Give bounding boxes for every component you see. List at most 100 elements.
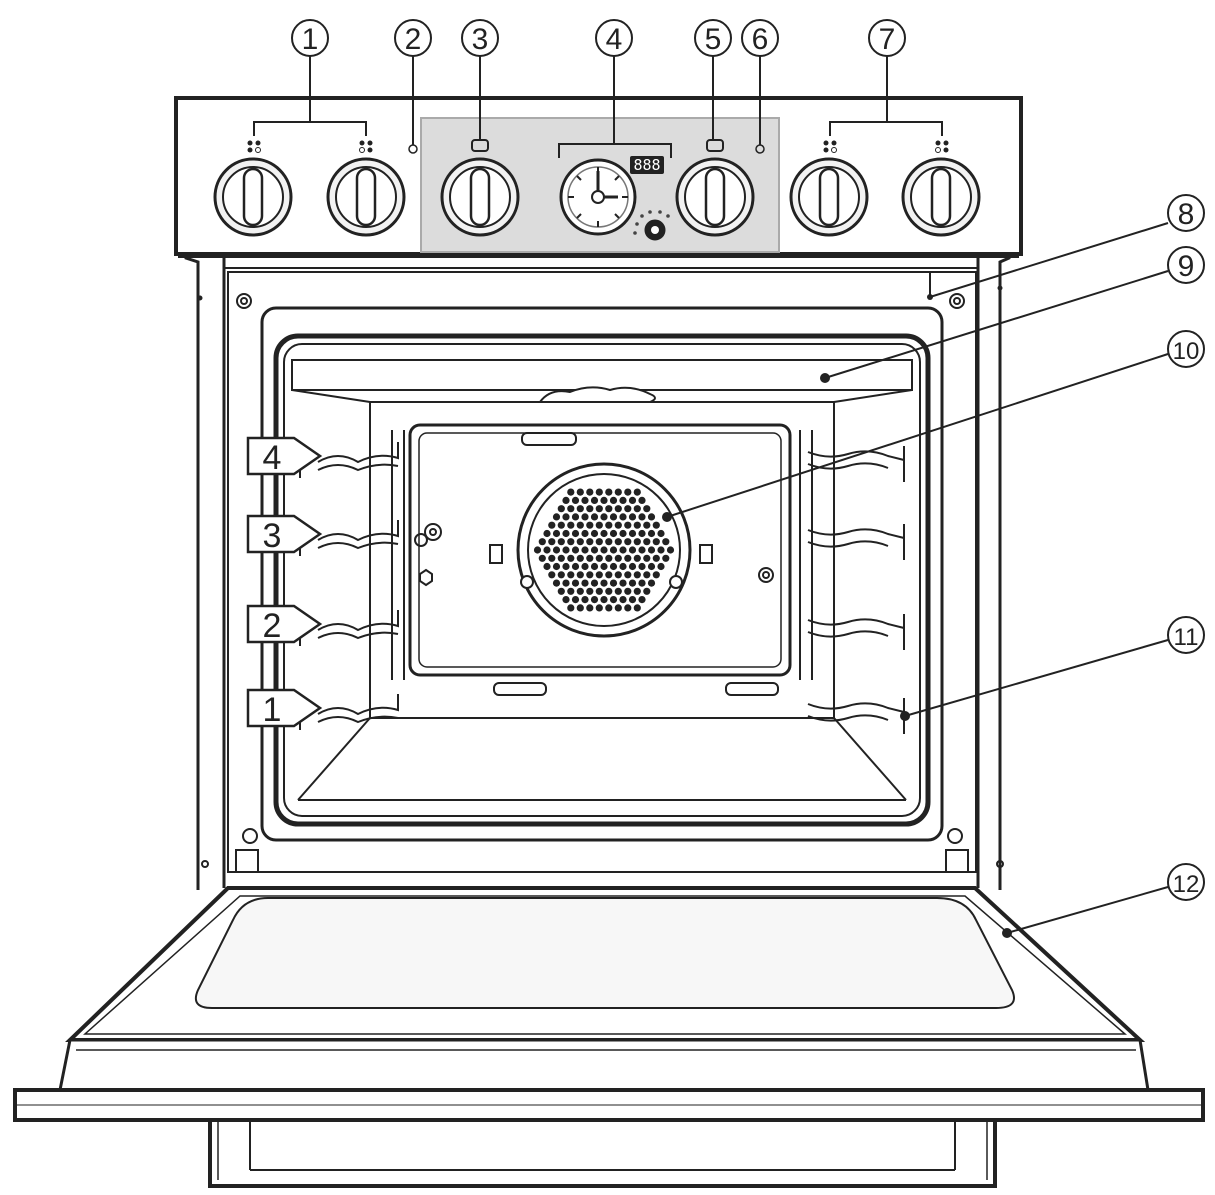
- fan-hole: [619, 496, 627, 504]
- fan-hole: [562, 579, 570, 587]
- fan-hole: [619, 513, 627, 521]
- fan-hole: [628, 596, 637, 604]
- fan-hole: [552, 579, 561, 587]
- fan-hole: [662, 554, 670, 562]
- fan-hole: [643, 587, 651, 595]
- fan-hole: [647, 546, 656, 554]
- fan-hole: [562, 596, 570, 604]
- fan-hole: [548, 554, 556, 562]
- fan-hole: [628, 546, 637, 554]
- fan-hole: [600, 596, 608, 604]
- fan-hole: [548, 521, 556, 529]
- fan-hole: [609, 596, 618, 604]
- fan-hole: [624, 571, 632, 579]
- fan-hole: [628, 562, 637, 571]
- knob: [901, 157, 981, 237]
- fan-hole: [609, 529, 618, 538]
- fan-hole: [552, 562, 561, 571]
- digital-display: [630, 156, 664, 174]
- callout-number: 12: [1173, 871, 1200, 898]
- fan-hole: [633, 521, 641, 529]
- callout-number: 4: [606, 23, 623, 56]
- fan-hole: [581, 546, 589, 554]
- fan-hole: [619, 579, 627, 587]
- fan-hole: [543, 529, 551, 538]
- fan-hole: [633, 554, 641, 562]
- fan-hole: [590, 496, 599, 504]
- fan-hole: [624, 538, 632, 546]
- callout-number: 9: [1178, 250, 1195, 283]
- callout-marker: 5: [694, 19, 732, 57]
- fan-hole: [571, 496, 580, 504]
- shelf-runner-right: [807, 614, 905, 650]
- callout-marker: 6: [741, 19, 779, 57]
- fan-hole: [643, 538, 651, 546]
- oven-front-frame: [227, 271, 977, 873]
- fan-hole: [605, 538, 613, 546]
- fan-hole: [586, 587, 594, 595]
- fan-hole: [571, 596, 580, 604]
- fan-hole: [619, 529, 627, 538]
- fan-hole: [538, 554, 546, 562]
- rack-level-tag: 1: [246, 688, 323, 729]
- fan-hole: [567, 571, 575, 579]
- control-panel: 888: [174, 96, 1023, 256]
- timer-button-symbols: [633, 210, 670, 235]
- rack-level-label: 4: [263, 439, 282, 477]
- fan-hole: [538, 538, 546, 546]
- fan-hole: [552, 513, 561, 521]
- knob: [675, 157, 755, 237]
- callout-number: 6: [752, 23, 769, 56]
- fan-hole: [595, 604, 603, 612]
- callout-number: 2: [405, 23, 422, 56]
- fan-hole: [624, 521, 632, 529]
- storage-drawer: [208, 1120, 997, 1188]
- fan-hole: [614, 505, 622, 513]
- rack-level-label: 3: [263, 517, 282, 555]
- fan-hole: [543, 562, 551, 571]
- fan-hole: [576, 505, 584, 513]
- fan-hole: [571, 562, 580, 571]
- fan-hole: [581, 513, 589, 521]
- fan-hole: [586, 505, 594, 513]
- fan-hole: [652, 554, 660, 562]
- fan-hole: [657, 546, 665, 554]
- knob: [789, 157, 869, 237]
- callout-number: 1: [302, 23, 319, 56]
- fan-hole: [552, 529, 561, 538]
- fan-hole: [638, 529, 646, 538]
- rack-level-tag: 4: [246, 436, 323, 477]
- fan-hole: [605, 587, 613, 595]
- fan-hole: [643, 554, 651, 562]
- fan-hole: [567, 538, 575, 546]
- fan-hole: [581, 579, 589, 587]
- fan-hole: [586, 521, 594, 529]
- fan-hole: [628, 496, 637, 504]
- shelf-runner-right: [807, 446, 905, 482]
- oven-body: [178, 254, 1019, 890]
- fan-hole: [581, 562, 589, 571]
- shelf-runner-right: [807, 698, 905, 734]
- callout-marker: 11: [1167, 616, 1205, 654]
- fan-hole: [552, 546, 561, 554]
- oven-cavity-outer: [273, 333, 931, 827]
- door-glass: [194, 897, 1015, 1009]
- fan-hole: [638, 513, 646, 521]
- fan-hole: [590, 596, 599, 604]
- fan-hole: [633, 488, 641, 496]
- fan-hole: [562, 546, 570, 554]
- fan-hole: [614, 604, 622, 612]
- fan-hole: [628, 579, 637, 587]
- oven-lamp: [538, 386, 656, 403]
- fan-hole: [576, 571, 584, 579]
- callout-marker: 2: [394, 19, 432, 57]
- rack-level-tag: 3: [246, 514, 323, 555]
- fan-hole: [567, 554, 575, 562]
- fan-hole: [624, 604, 632, 612]
- fan-hole: [595, 538, 603, 546]
- callout-number: 8: [1178, 198, 1195, 231]
- door-seal: [260, 306, 944, 842]
- callout-marker: 12: [1167, 863, 1205, 901]
- fan-holes: [533, 488, 675, 612]
- fan-hole: [581, 496, 589, 504]
